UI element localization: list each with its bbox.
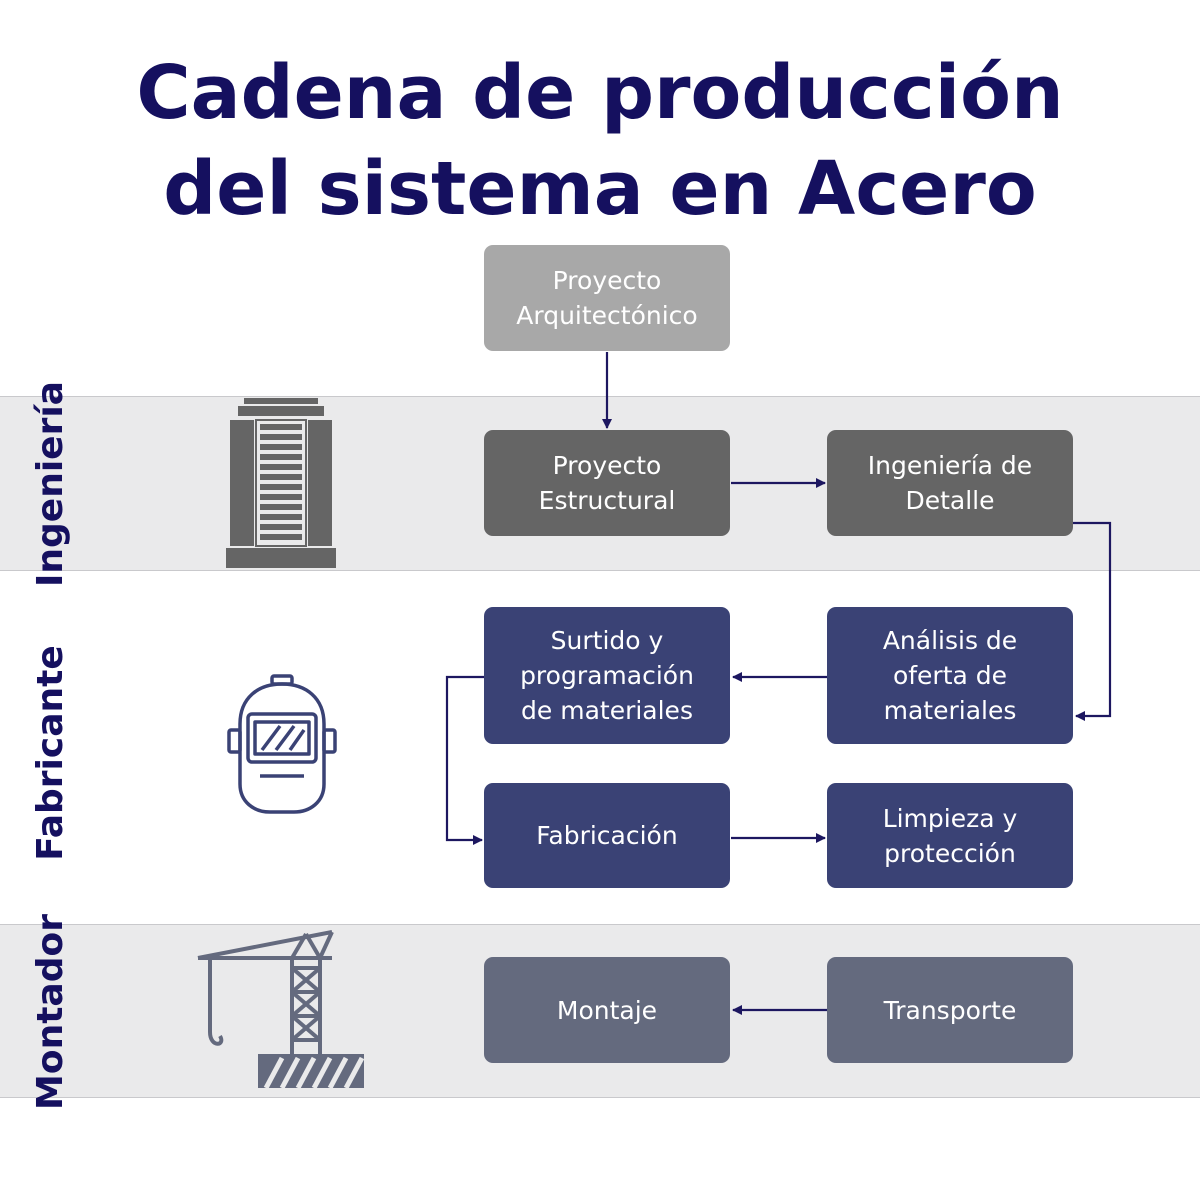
step-label: Transporte	[883, 995, 1017, 1025]
step-surtido-programacion: Surtido y programación de materiales	[484, 607, 730, 744]
title-line-1: Cadena de producción	[136, 50, 1064, 136]
welding-helmet-icon	[227, 674, 337, 814]
lane-label-ingenieria: Ingeniería	[30, 381, 71, 587]
step-proyecto-estructural: Proyecto Estructural	[484, 430, 730, 536]
step-transporte: Transporte	[827, 957, 1073, 1063]
crane-icon	[197, 930, 365, 1090]
building-icon	[226, 398, 336, 568]
step-label: Proyecto Arquitectónico	[516, 266, 698, 330]
step-label: Limpieza y protección	[882, 803, 1018, 868]
arrow-surtido-fabricacion	[445, 675, 484, 845]
step-fabricacion: Fabricación	[484, 783, 730, 888]
step-label: Ingeniería de Detalle	[867, 451, 1033, 515]
step-label: Fabricación	[536, 821, 678, 850]
step-ingenieria-detalle: Ingeniería de Detalle	[827, 430, 1073, 536]
step-label: Proyecto Estructural	[538, 451, 676, 515]
lane-label-fabricante: Fabricante	[30, 645, 71, 861]
lane-label-montador: Montador	[30, 914, 71, 1110]
step-limpieza-proteccion: Limpieza y protección	[827, 783, 1073, 888]
title-line-2: del sistema en Acero	[163, 146, 1037, 232]
page-title: Cadena de producción del sistema en Acer…	[0, 45, 1200, 237]
step-label: Montaje	[556, 995, 658, 1025]
step-proyecto-arquitectonico: Proyecto Arquitectónico	[484, 245, 730, 351]
step-label: Surtido y programación de materiales	[520, 626, 694, 725]
step-label: Análisis de oferta de materiales	[882, 626, 1018, 725]
step-montaje: Montaje	[484, 957, 730, 1063]
step-analisis-oferta: Análisis de oferta de materiales	[827, 607, 1073, 744]
